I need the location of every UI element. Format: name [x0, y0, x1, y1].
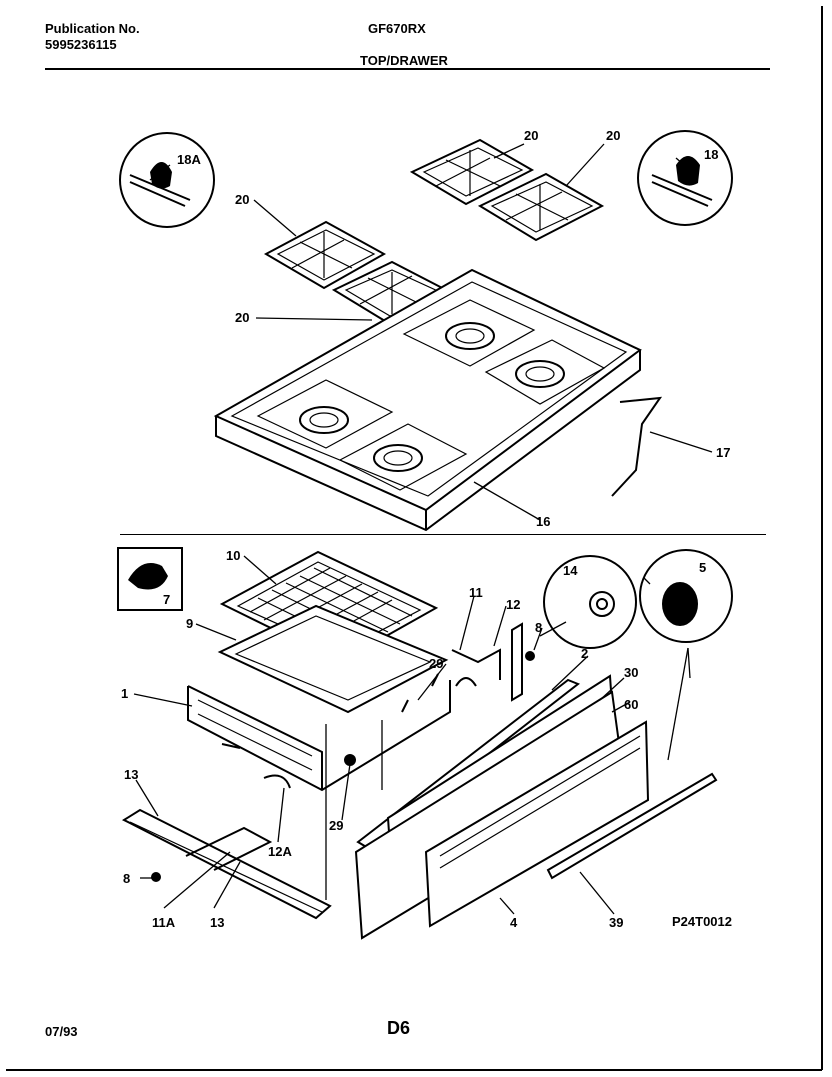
callout-60: 60	[624, 697, 639, 712]
drawer-body-1	[187, 680, 451, 792]
callout-5: 5	[699, 560, 707, 575]
clip-12a	[263, 774, 291, 789]
callout-29-lower: 29	[329, 818, 344, 833]
burner-grate-top-left	[409, 138, 535, 206]
broiler-pan-9	[217, 604, 449, 714]
callout-8-lower: 8	[123, 871, 131, 886]
slide-bracket	[185, 826, 273, 871]
section-divider	[120, 534, 766, 535]
detail-circle-18	[637, 130, 733, 226]
detail-circle-5	[639, 549, 733, 643]
callout-20-a: 20	[524, 128, 539, 143]
screw-29	[344, 754, 356, 766]
burner-grate-left-back	[263, 220, 387, 290]
callout-4: 4	[510, 915, 518, 930]
publication-label: Publication No.	[45, 21, 140, 36]
callout-12a: 12A	[268, 844, 292, 859]
section-title: TOP/DRAWER	[360, 53, 448, 68]
callout-9: 9	[186, 616, 194, 631]
handle-39	[546, 772, 718, 880]
leader-lines	[133, 143, 713, 915]
callout-20-d: 20	[235, 310, 250, 325]
model-number: GF670RX	[368, 21, 426, 36]
support-rod-17	[611, 396, 663, 497]
cooktop-16	[213, 268, 642, 532]
callout-30: 30	[624, 665, 639, 680]
page-number: D6	[387, 1018, 411, 1038]
callout-2: 2	[581, 646, 589, 661]
callout-18a: 18A	[177, 152, 201, 167]
bracket-11	[451, 648, 501, 680]
callout-16: 16	[536, 514, 551, 529]
detail-circle-14	[543, 555, 637, 649]
detail-box-7	[117, 547, 183, 611]
callout-13-lower: 13	[210, 915, 225, 930]
screw-8	[525, 651, 535, 661]
diagram-code: P24T0012	[672, 914, 732, 929]
callout-10: 10	[226, 548, 241, 563]
bracket-12	[511, 622, 523, 702]
callout-1: 1	[121, 686, 129, 701]
callout-18: 18	[704, 147, 719, 162]
footer-date: 07/93	[45, 1024, 78, 1039]
header-rule	[45, 68, 770, 70]
callout-17: 17	[716, 445, 731, 460]
callout-12: 12	[506, 597, 521, 612]
publication-number: 5995236115	[45, 37, 117, 52]
callout-8-upper: 8	[535, 620, 543, 635]
burner-grate-top-right	[477, 172, 605, 242]
callout-11: 11	[469, 585, 483, 600]
screw-8-lower	[151, 872, 161, 882]
callout-7: 7	[163, 592, 171, 607]
callout-20-c: 20	[235, 192, 250, 207]
callout-20-b: 20	[606, 128, 621, 143]
detail-circle-18a	[119, 132, 215, 228]
callout-13-upper: 13	[124, 767, 139, 782]
callout-14: 14	[563, 563, 578, 578]
callout-11a: 11A	[152, 915, 176, 930]
drawer-front-4	[424, 720, 650, 928]
callout-29-upper: 29	[429, 656, 444, 671]
callout-39: 39	[609, 915, 624, 930]
